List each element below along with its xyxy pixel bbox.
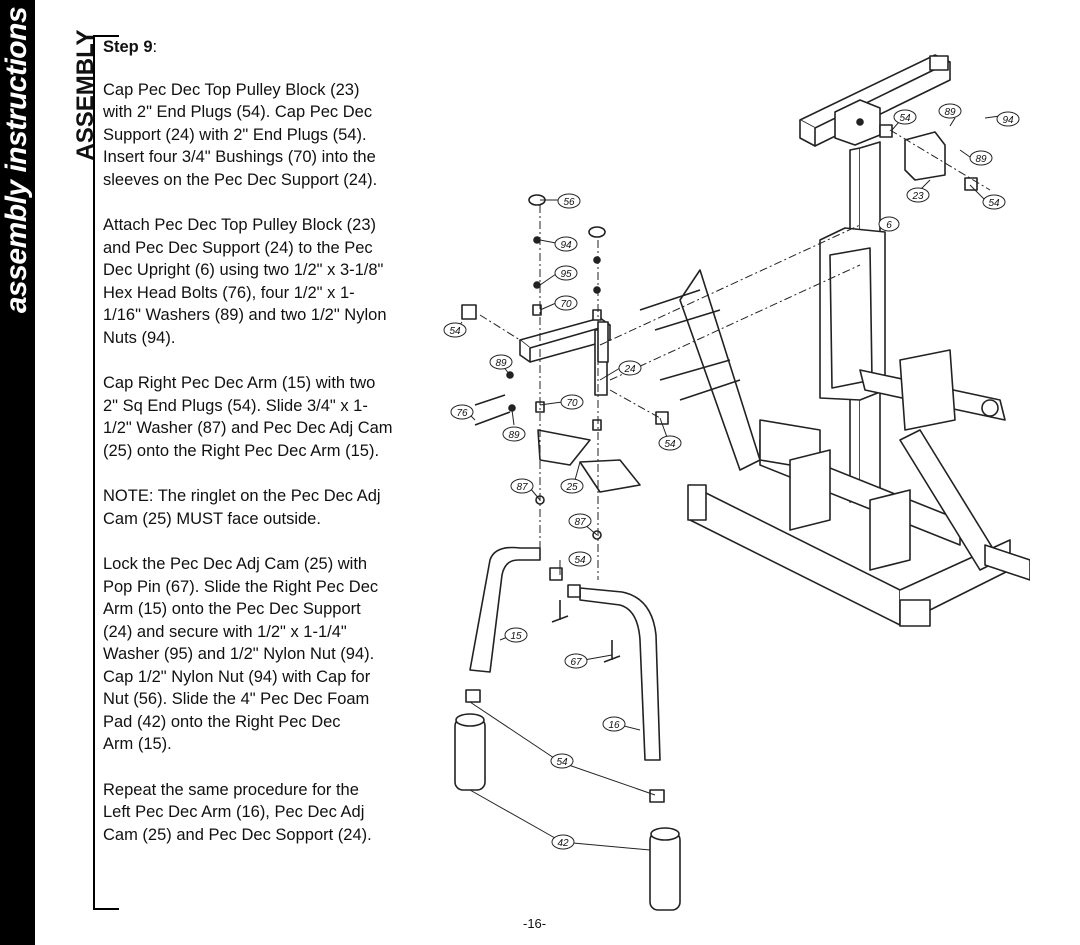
svg-text:56: 56	[563, 197, 575, 208]
instruction-paragraph-1: Cap Pec Dec Top Pulley Block (23) with 2…	[103, 80, 378, 189]
callout-54c: 54	[443, 322, 467, 338]
callout-54d: 54	[658, 435, 682, 451]
callouts: 89 54 94 89 23 54 6 56 94 95 70 54 89 24…	[443, 103, 1020, 850]
svg-text:54: 54	[664, 439, 676, 450]
side-tab: assembly instructions	[0, 0, 35, 945]
base-frame	[639, 269, 1030, 627]
callout-25: 25	[560, 478, 584, 494]
pec-dec-arms	[465, 546, 665, 803]
svg-text:94: 94	[1002, 115, 1014, 126]
callout-87a: 87	[510, 478, 534, 494]
callout-54a: 54	[893, 109, 917, 125]
callout-54f: 54	[550, 753, 574, 769]
instruction-paragraph-2: Attach Pec Dec Top Pulley Block (23) and…	[103, 216, 387, 347]
svg-text:95: 95	[560, 269, 572, 280]
instruction-paragraph-6: Repeat the same procedure for the Left P…	[103, 780, 372, 844]
page-number: -16-	[523, 916, 547, 931]
top-pulley-block	[879, 124, 978, 191]
svg-text:25: 25	[565, 482, 578, 493]
svg-text:54: 54	[449, 326, 461, 337]
callout-67: 67	[564, 653, 588, 669]
instructions-column: Step 9: Cap Pec Dec Top Pulley Block (23…	[103, 36, 418, 869]
callout-15: 15	[504, 627, 528, 643]
svg-text:15: 15	[510, 631, 522, 642]
svg-text:24: 24	[623, 364, 636, 375]
svg-text:54: 54	[988, 198, 1000, 209]
svg-text:89: 89	[508, 430, 520, 441]
svg-text:76: 76	[456, 408, 468, 419]
svg-text:54: 54	[899, 113, 911, 124]
svg-text:70: 70	[566, 398, 578, 409]
svg-text:42: 42	[557, 838, 569, 849]
instruction-paragraph-5: Lock the Pec Dec Adj Cam (25) with Pop P…	[103, 555, 379, 753]
callout-95: 95	[554, 265, 578, 281]
svg-text:16: 16	[608, 720, 620, 731]
callout-70a: 70	[554, 295, 578, 311]
callout-87b: 87	[568, 513, 592, 529]
svg-text:89: 89	[495, 358, 507, 369]
callout-89c: 89	[489, 354, 513, 370]
callout-16: 16	[602, 716, 626, 732]
callout-42: 42	[551, 834, 575, 850]
svg-text:67: 67	[570, 657, 582, 668]
leader-lines	[455, 114, 1001, 851]
svg-text:89: 89	[944, 107, 956, 118]
explode-lines	[479, 129, 991, 580]
callout-23: 23	[906, 187, 930, 203]
callout-94b: 94	[554, 236, 578, 252]
callout-89a: 89	[938, 103, 962, 119]
section-bracket	[93, 35, 119, 910]
instruction-paragraph-4: NOTE: The ringlet on the Pec Dec Adj Cam…	[103, 487, 381, 528]
callout-70b: 70	[560, 394, 584, 410]
callout-6: 6	[878, 216, 900, 232]
foam-pads	[454, 713, 681, 911]
pec-dec-support	[461, 304, 669, 425]
instruction-paragraph-3: Cap Right Pec Dec Arm (15) with two 2" S…	[103, 374, 393, 460]
callout-89d: 89	[502, 426, 526, 442]
svg-text:94: 94	[560, 240, 572, 251]
back-pad	[819, 227, 886, 401]
svg-text:89: 89	[975, 154, 987, 165]
step-colon: :	[152, 38, 158, 56]
callout-94a: 94	[996, 111, 1020, 127]
callout-56: 56	[557, 193, 581, 209]
svg-text:23: 23	[911, 191, 924, 202]
svg-text:70: 70	[560, 299, 572, 310]
callout-89b: 89	[969, 150, 993, 166]
svg-text:87: 87	[516, 482, 528, 493]
svg-text:54: 54	[574, 555, 586, 566]
callout-76: 76	[450, 404, 474, 420]
svg-text:54: 54	[556, 757, 568, 768]
side-tab-title: assembly instructions	[0, 6, 33, 314]
step-label: Step 9	[103, 38, 153, 56]
hardware-stack	[474, 194, 606, 431]
callout-24: 24	[618, 360, 642, 376]
pop-pins	[551, 600, 621, 663]
svg-text:6: 6	[886, 220, 892, 231]
adj-cams	[535, 429, 641, 540]
exploded-assembly-diagram: 89 54 94 89 23 54 6 56 94 95 70 54 89 24…	[443, 54, 1030, 911]
svg-text:87: 87	[574, 517, 586, 528]
callout-54e: 54	[568, 551, 592, 567]
callout-54b: 54	[982, 194, 1006, 210]
step-title: Step 9:	[103, 36, 418, 59]
